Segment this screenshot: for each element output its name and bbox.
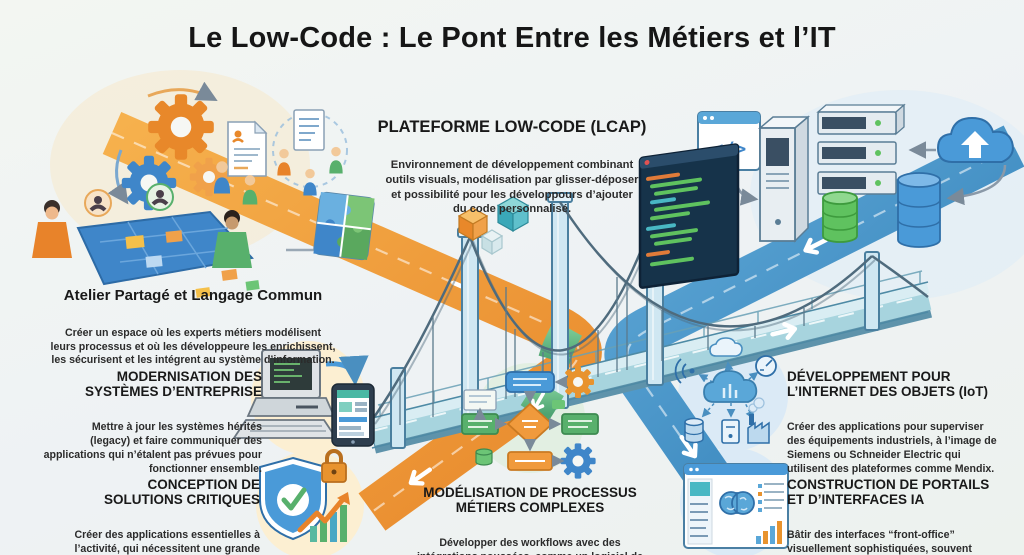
arrow-legacy-to-tablet bbox=[325, 355, 369, 386]
modelisation-body: Développer des workflows avec des intégr… bbox=[417, 537, 643, 555]
iot-heading: DÉVELOPPEMENT POUR L’INTERNET DES OBJETS… bbox=[787, 369, 989, 400]
section-iot: DÉVELOPPEMENT POUR L’INTERNET DES OBJETS… bbox=[787, 351, 1012, 494]
lcap-body: Environnement de développement combinant… bbox=[385, 159, 639, 216]
conception-body: Créer des applications essentielles à l’… bbox=[74, 529, 260, 555]
modernisation-heading: MODERNISATION DES SYSTÈMES D’ENTREPRISE bbox=[84, 369, 262, 400]
iot-cloud-icon bbox=[674, 337, 777, 444]
document-people-icon bbox=[213, 120, 268, 205]
cloud-upload-icon bbox=[908, 116, 1014, 206]
team-discussion-icon bbox=[272, 109, 348, 196]
server-rack-icon bbox=[816, 103, 906, 195]
puzzle-icon bbox=[313, 191, 375, 261]
iot-body: Créer des applications pour superviser d… bbox=[787, 421, 997, 475]
cubes-icon bbox=[457, 196, 530, 256]
section-modernisation: MODERNISATION DES SYSTÈMES D’ENTREPRISE … bbox=[22, 351, 262, 494]
gears-icon bbox=[107, 81, 229, 211]
section-atelier: Atelier Partagé et Langage Commun Créer … bbox=[38, 270, 348, 386]
conception-heading: CONCEPTION DE SOLUTIONS CRITIQUES bbox=[103, 477, 260, 508]
lock-icon bbox=[321, 449, 347, 483]
collaboration-table-icon bbox=[32, 183, 318, 298]
workflow-diagram-icon bbox=[461, 366, 599, 479]
database-green-icon bbox=[822, 191, 858, 243]
modelisation-heading: MODÉLISATION DE PROCESSUS MÉTIERS COMPLE… bbox=[423, 485, 637, 516]
pc-tower-icon bbox=[757, 115, 811, 243]
construction-body: Bâtir des interfaces “front-office” visu… bbox=[787, 529, 972, 555]
lcap-heading: PLATEFORME LOW-CODE (LCAP) bbox=[377, 118, 647, 136]
page-title: Le Low-Code : Le Pont Entre les Métiers … bbox=[188, 22, 836, 54]
tablet-icon bbox=[331, 383, 375, 447]
section-lcap: PLATEFORME LOW-CODE (LCAP) Environnement… bbox=[362, 100, 662, 235]
modernisation-body: Mettre à jour les systèmes hérités (lega… bbox=[43, 421, 262, 475]
portal-bar-chart bbox=[756, 521, 782, 544]
atelier-body: Créer un espace où les experts métiers m… bbox=[50, 326, 336, 367]
ai-portal-icon bbox=[683, 463, 789, 549]
brain-icon bbox=[719, 491, 755, 515]
database-blue-icon bbox=[897, 172, 941, 248]
section-construction: CONSTRUCTION DE PORTAILS ET D’INTERFACES… bbox=[787, 459, 1002, 555]
growth-chart-icon bbox=[297, 492, 350, 542]
section-modelisation: MODÉLISATION DE PROCESSUS MÉTIERS COMPLE… bbox=[400, 467, 660, 555]
code-editor-icon bbox=[638, 143, 740, 289]
atelier-heading: Atelier Partagé et Langage Commun bbox=[63, 287, 323, 304]
construction-heading: CONSTRUCTION DE PORTAILS ET D’INTERFACES… bbox=[787, 477, 990, 508]
section-conception: CONCEPTION DE SOLUTIONS CRITIQUES Créer … bbox=[25, 459, 260, 555]
